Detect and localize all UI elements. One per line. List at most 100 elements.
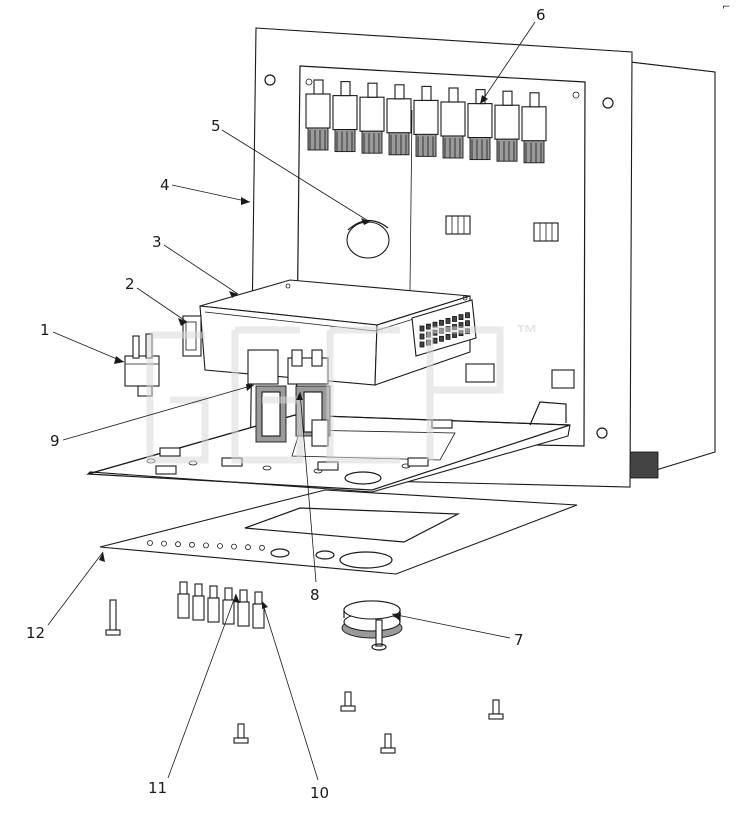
- standoff-thread: [179, 581, 188, 595]
- screw-shank: [384, 733, 392, 749]
- relay-tab: [448, 87, 459, 103]
- callout-8: 8: [310, 586, 320, 604]
- relay: [359, 96, 385, 132]
- relay: [413, 99, 439, 135]
- tray-clip: [431, 419, 453, 429]
- callout-10: 10: [310, 784, 329, 802]
- screw-head: [105, 629, 121, 636]
- relay: [440, 101, 466, 137]
- mini-relay: [124, 333, 160, 397]
- screw-shank: [109, 599, 117, 631]
- connector-pin: [452, 316, 457, 322]
- callout-1: 1: [40, 321, 50, 339]
- connector-pin: [419, 325, 425, 332]
- connector-pin: [439, 319, 444, 326]
- standoff-thread: [209, 585, 218, 599]
- callout-5: 5: [211, 117, 221, 135]
- rear-connector: [627, 451, 659, 479]
- relay-base: [361, 130, 383, 154]
- relay: [521, 106, 547, 142]
- relay-fuse-row: [305, 79, 547, 164]
- standoff-body: [177, 593, 190, 619]
- trademark-symbol: ™: [516, 320, 538, 345]
- relay-base: [523, 140, 545, 164]
- relay-tab: [313, 79, 324, 95]
- relay: [305, 93, 331, 129]
- screw-head: [233, 737, 249, 744]
- screw-shank: [237, 723, 245, 739]
- screw-head: [380, 747, 396, 754]
- callout-4: 4: [160, 176, 170, 194]
- relay-tab: [421, 85, 432, 101]
- callout-9: 9: [50, 432, 60, 450]
- connector-pin: [445, 317, 451, 324]
- panel-slot: [551, 369, 575, 389]
- gasket-hole: [161, 540, 167, 547]
- screws: [105, 599, 504, 754]
- rear-housing: [627, 61, 716, 479]
- relay-tab: [394, 84, 405, 100]
- gasket-hole: [147, 540, 153, 546]
- relay-base: [469, 137, 491, 161]
- callout-6: 6: [536, 6, 546, 24]
- callout-7: 7: [514, 631, 524, 649]
- gasket-hole: [245, 544, 251, 551]
- standoff-body: [252, 603, 265, 629]
- screw-head: [488, 713, 504, 720]
- mounting-hole: [602, 97, 614, 109]
- callout-labels: 1 2 3 4 5 6 7 8 9 10 11 12: [26, 6, 546, 802]
- gasket-plate: [99, 489, 578, 575]
- standoff-thread: [254, 591, 263, 605]
- standoff-body: [192, 595, 205, 621]
- connector-pin: [445, 333, 451, 340]
- callout-11: 11: [148, 779, 167, 797]
- screw-shank: [344, 691, 352, 707]
- tray-clip: [159, 447, 181, 457]
- controller-module: [199, 279, 477, 386]
- relay-tab: [502, 90, 513, 106]
- relay-tab: [340, 81, 351, 97]
- callout-3: 3: [152, 233, 162, 251]
- tray-clip: [155, 465, 177, 475]
- watermark-logo: ™: [146, 320, 538, 464]
- relay: [332, 95, 358, 131]
- standoffs: [177, 581, 265, 629]
- standoff-thread: [224, 587, 233, 601]
- round-gauge: [341, 600, 403, 651]
- gasket-hole: [175, 541, 181, 548]
- callout-12: 12: [26, 624, 45, 642]
- callout-2: 2: [125, 275, 135, 293]
- relay: [386, 98, 412, 134]
- relay-base: [307, 127, 329, 151]
- connector-pin: [432, 321, 438, 328]
- screw-head: [340, 705, 356, 712]
- standoff-thread: [194, 583, 203, 597]
- gasket-hole: [259, 544, 265, 551]
- connector-pin: [465, 312, 470, 319]
- relay-base: [388, 132, 410, 156]
- mounting-hole: [596, 427, 608, 439]
- connector-pin: [465, 320, 470, 327]
- connector-pin: [432, 337, 438, 344]
- relay-base: [442, 135, 464, 159]
- connector-pin: [458, 314, 464, 321]
- relay-tab: [529, 92, 540, 108]
- gasket-hole: [203, 542, 209, 549]
- connector-pin: [419, 341, 425, 348]
- relay-base: [496, 138, 518, 162]
- gasket-hole: [217, 543, 223, 549]
- connector-pin: [426, 323, 431, 330]
- gasket-hole: [231, 543, 237, 550]
- relay: [467, 103, 493, 139]
- relay-tab: [367, 82, 378, 98]
- relay: [494, 104, 520, 140]
- tray-clip: [407, 457, 429, 467]
- connector-pin: [439, 335, 444, 342]
- round-buzzer: [346, 219, 390, 259]
- relay-base: [415, 133, 437, 157]
- standoff-thread: [239, 589, 248, 603]
- panel-slot: [465, 363, 495, 383]
- leader-lines: [47, 21, 536, 781]
- standoff-body: [222, 599, 235, 625]
